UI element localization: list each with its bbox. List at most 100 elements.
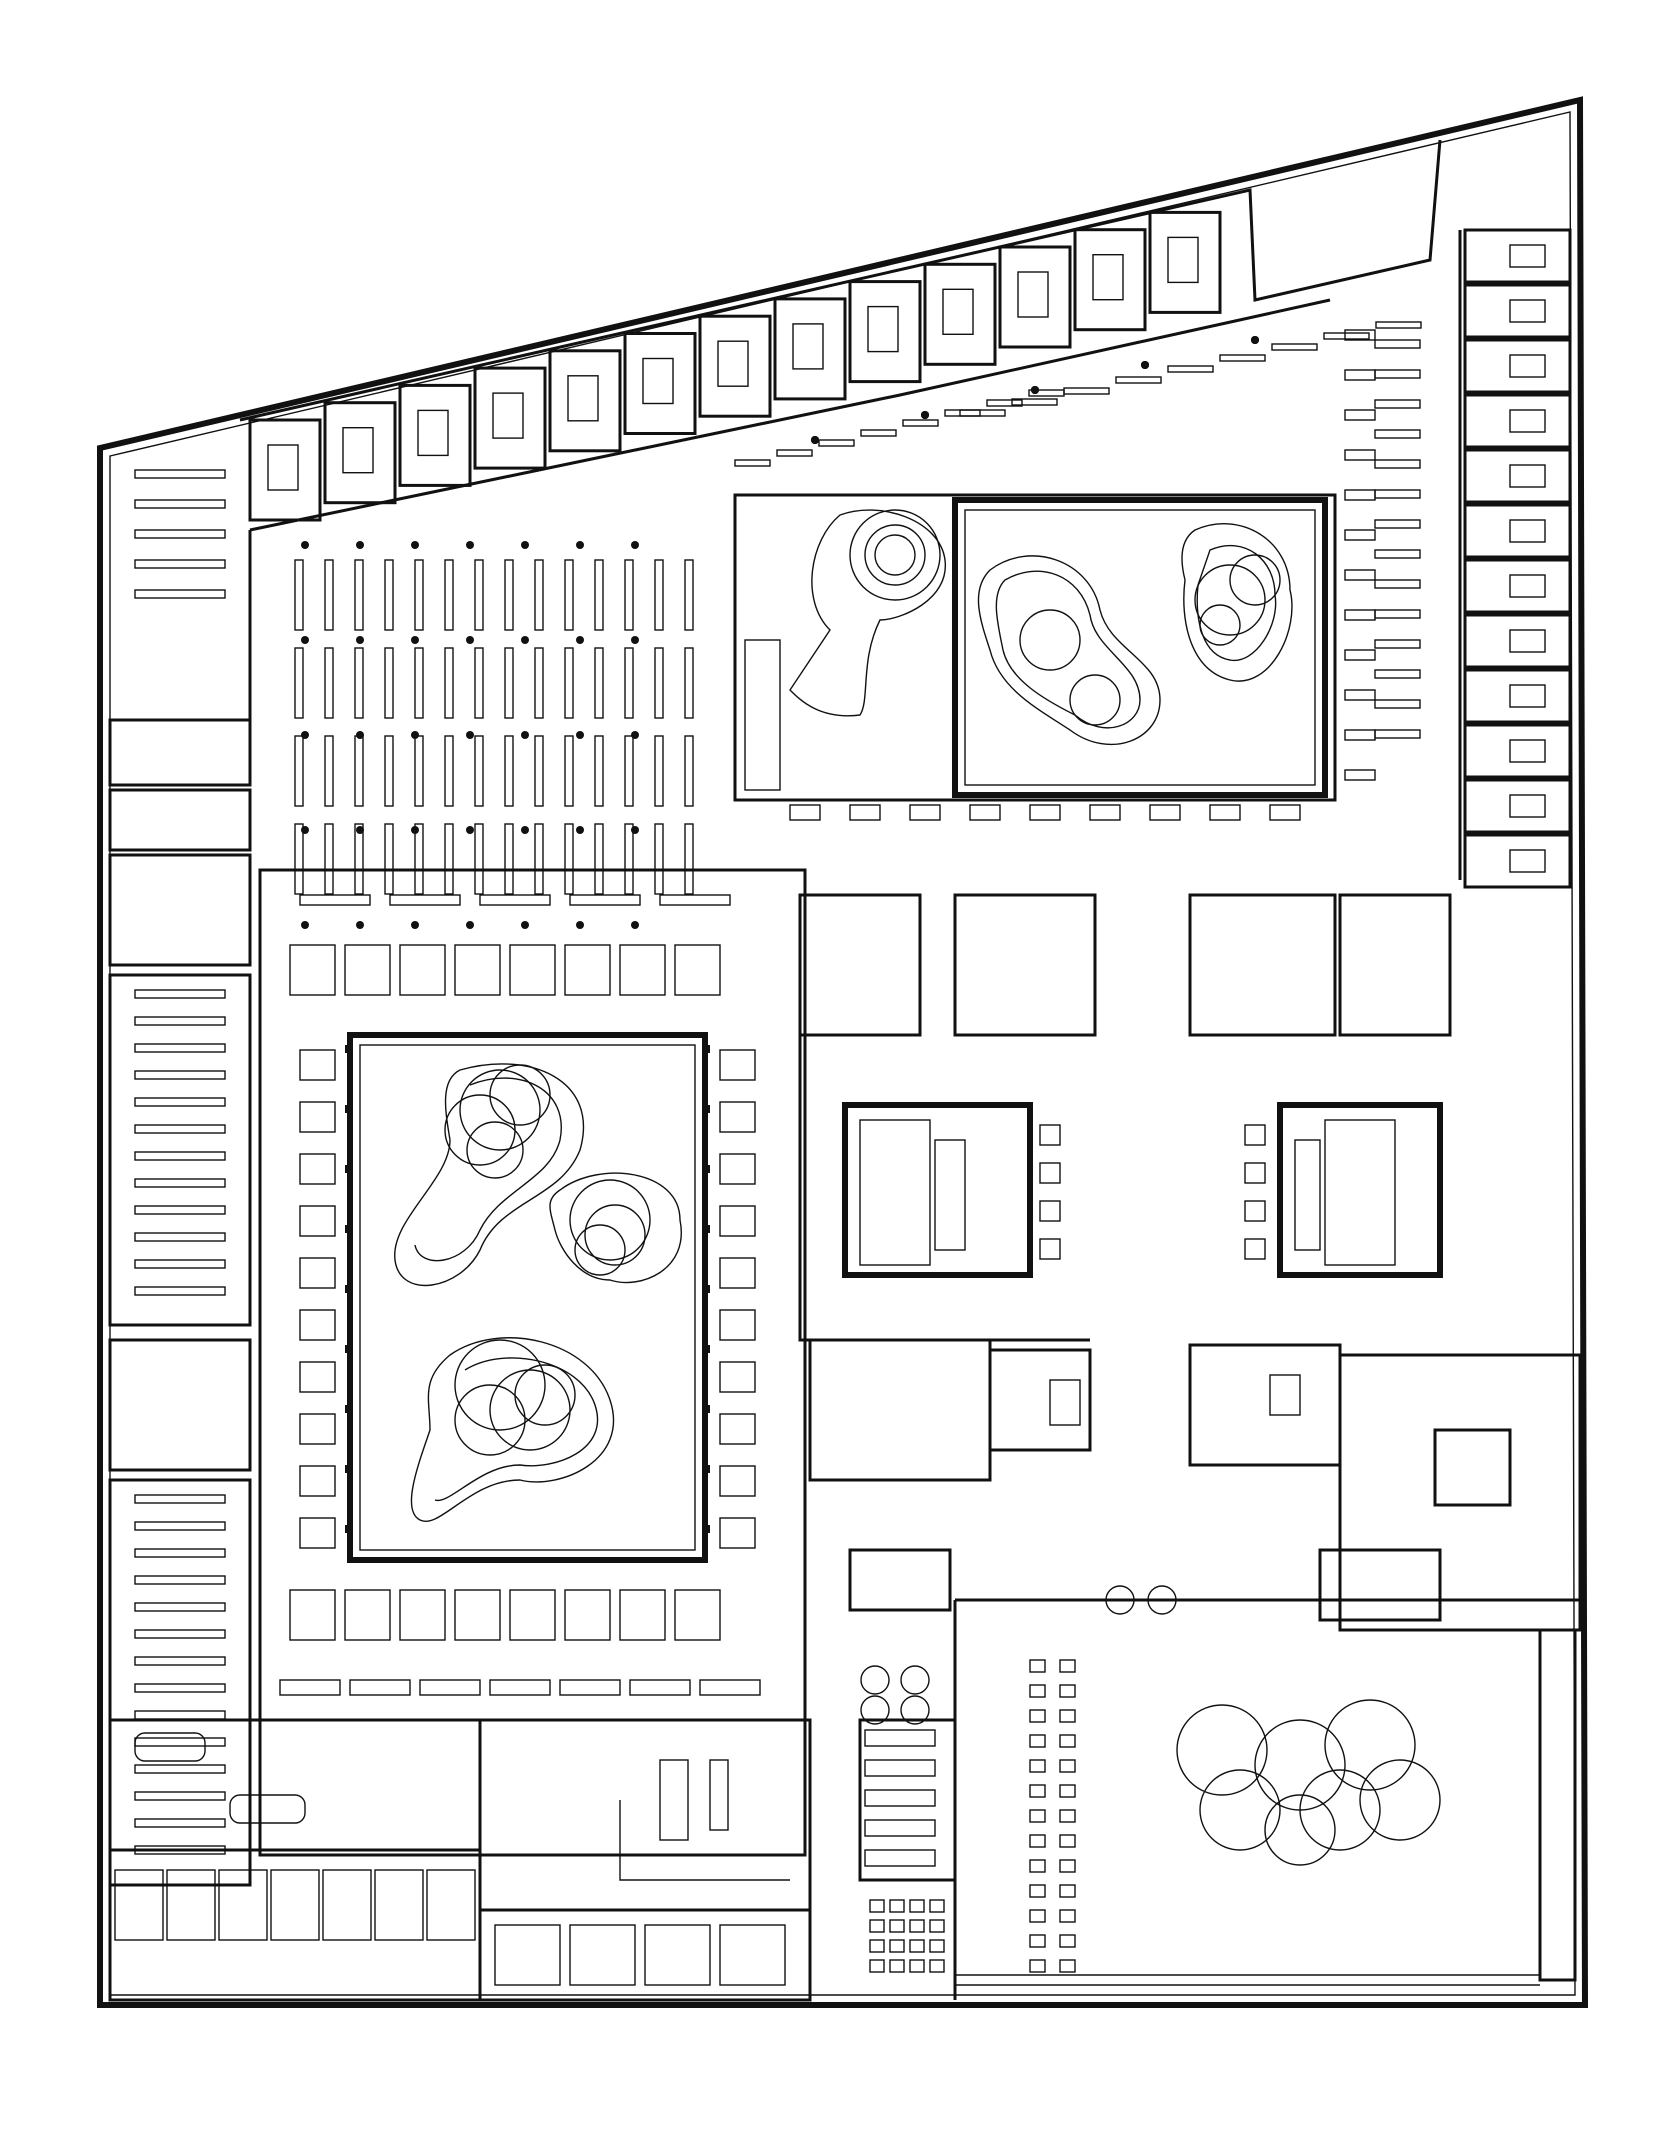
display-case — [1039, 1238, 1061, 1260]
bookshelf — [594, 647, 604, 719]
cafe-table — [889, 1899, 905, 1913]
meeting-table — [717, 340, 749, 387]
round-table — [900, 1665, 930, 1695]
display-case — [1244, 1124, 1266, 1146]
bookshelf — [384, 559, 394, 631]
cafe-table — [929, 1919, 945, 1933]
desk-row — [134, 1494, 226, 1504]
office-room — [698, 314, 772, 418]
desk-row — [134, 1818, 226, 1828]
column — [576, 731, 584, 739]
office-room — [1073, 228, 1147, 332]
desk-group — [299, 1101, 336, 1133]
desk-row — [134, 1602, 226, 1612]
desk-row — [134, 1656, 226, 1666]
bench — [629, 1679, 691, 1696]
bookshelf — [564, 559, 574, 631]
column — [521, 826, 529, 834]
column — [301, 921, 309, 929]
column — [702, 1105, 710, 1113]
desk-row — [134, 1070, 226, 1080]
bookshelf — [504, 647, 514, 719]
bookshelf — [864, 1729, 936, 1747]
office-room — [1463, 668, 1572, 724]
cafe-table — [869, 1919, 885, 1933]
bookshelf — [1344, 729, 1376, 741]
cafe-table — [1059, 1734, 1076, 1748]
desk-group — [719, 1153, 756, 1185]
desk-group — [619, 944, 666, 996]
cafe-table — [1059, 1959, 1076, 1973]
bookshelf — [354, 559, 364, 631]
cafe-table — [1059, 1809, 1076, 1823]
bookshelf — [1374, 519, 1421, 529]
desk-group — [509, 944, 556, 996]
column — [576, 921, 584, 929]
bookshelf — [294, 647, 304, 719]
bookshelf — [864, 1759, 936, 1777]
service-room — [569, 1924, 636, 1986]
desk-row — [134, 469, 226, 479]
bookshelf — [594, 735, 604, 807]
service-room — [218, 1869, 268, 1941]
column — [345, 1525, 353, 1533]
meeting-table — [417, 409, 449, 457]
office-room — [1463, 338, 1572, 394]
bench — [349, 1679, 411, 1696]
bench — [1209, 804, 1241, 821]
office-room — [1463, 613, 1572, 669]
desk-group — [289, 1589, 336, 1641]
office-room — [623, 332, 697, 435]
desk — [1509, 409, 1546, 433]
column — [301, 636, 309, 644]
bench — [279, 1679, 341, 1696]
cafe-table — [1059, 1784, 1076, 1798]
service-room — [719, 1924, 786, 1986]
central-core — [798, 893, 1582, 1632]
round-table — [900, 1695, 930, 1725]
cafe-table — [929, 1899, 945, 1913]
bookshelf — [444, 647, 454, 719]
bookshelf — [569, 894, 641, 906]
desk-row — [134, 1151, 226, 1161]
desk-row — [134, 1178, 226, 1188]
cafe-table — [1029, 1659, 1046, 1673]
cafe-table — [1029, 1884, 1046, 1898]
cafe-table — [1029, 1859, 1046, 1873]
bookshelf — [594, 823, 604, 895]
bench — [1089, 804, 1121, 821]
bookshelf — [1374, 609, 1421, 619]
bookshelf — [1374, 729, 1421, 739]
bookshelf — [324, 823, 334, 895]
bookshelf — [504, 823, 514, 895]
column — [345, 1105, 353, 1113]
office-room — [1463, 393, 1572, 449]
cafe-table — [1029, 1959, 1046, 1973]
desk-group — [299, 1465, 336, 1497]
bookshelf — [1374, 429, 1421, 439]
column — [702, 1525, 710, 1533]
cafe-table — [1059, 1909, 1076, 1923]
column — [521, 731, 529, 739]
meeting-table — [1092, 253, 1124, 301]
office-room — [548, 349, 622, 453]
desk — [1509, 684, 1546, 708]
desk-group — [719, 1413, 756, 1445]
desk-group — [454, 944, 501, 996]
display-case — [1039, 1200, 1061, 1222]
desk-group — [289, 944, 336, 996]
desk-row — [134, 1016, 226, 1026]
column — [466, 731, 474, 739]
column — [411, 731, 419, 739]
bookshelf — [1011, 398, 1058, 406]
cafe-table — [889, 1919, 905, 1933]
cafe-table — [869, 1959, 885, 1973]
desk-group — [344, 1589, 391, 1641]
structural-columns — [301, 336, 1259, 929]
office-room — [1463, 448, 1572, 504]
cafe-table — [909, 1939, 925, 1953]
bench — [699, 1679, 761, 1696]
bookshelf — [1374, 489, 1421, 499]
bookshelf — [624, 559, 634, 631]
